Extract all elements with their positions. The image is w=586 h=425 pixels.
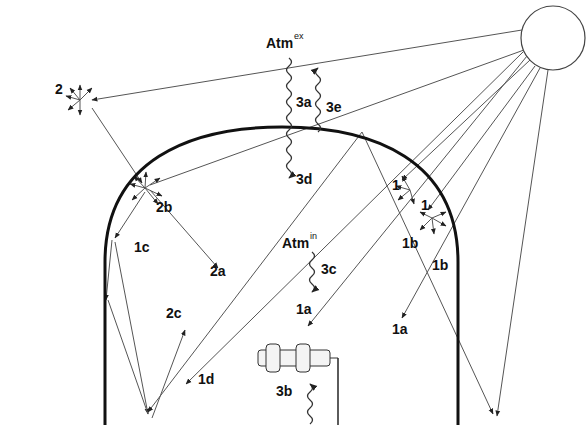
callout-label: 3c bbox=[321, 262, 337, 276]
callout-label: 3d bbox=[296, 172, 312, 186]
callout-label: 1b bbox=[432, 258, 448, 272]
callout-label: 3a bbox=[296, 95, 312, 109]
callout-label: 1 bbox=[421, 198, 429, 212]
superscript-label: ex bbox=[294, 32, 304, 41]
callout-label: 1 bbox=[392, 178, 400, 192]
callout-label: 2 bbox=[55, 82, 63, 96]
callout-label: 1d bbox=[198, 372, 214, 386]
callout-label: 1c bbox=[134, 240, 150, 254]
superscript-label: in bbox=[310, 232, 317, 241]
callout-label: Atm bbox=[282, 236, 309, 250]
callout-label: 2b bbox=[156, 200, 172, 214]
callout-label: Atm bbox=[266, 36, 293, 50]
callout-label: 2c bbox=[166, 306, 182, 320]
callout-label: 2a bbox=[210, 264, 226, 278]
callout-label: 1a bbox=[392, 322, 408, 336]
callout-label: 3b bbox=[276, 384, 292, 398]
callout-label: 3e bbox=[326, 100, 342, 114]
callout-label: 1b bbox=[402, 236, 418, 250]
callout-label: 1a bbox=[296, 302, 312, 316]
